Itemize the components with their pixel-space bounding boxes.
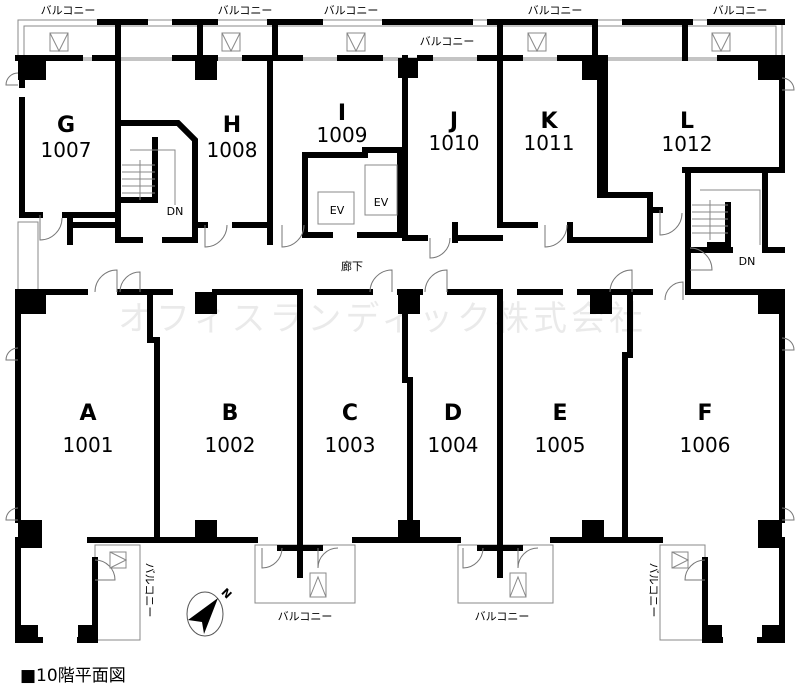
unit-letter: L xyxy=(680,109,694,134)
unit-letter: E xyxy=(552,401,567,426)
unit-letter: A xyxy=(79,401,96,426)
balcony-label: バルコニー xyxy=(278,610,333,623)
balcony-label: バルコニー xyxy=(528,4,583,17)
unit-a: A 1001 xyxy=(63,401,114,457)
unit-letter: J xyxy=(448,109,458,134)
unit-number: 1008 xyxy=(207,138,258,162)
unit-number: 1001 xyxy=(63,433,114,457)
unit-number: 1010 xyxy=(429,131,480,155)
unit-g: G 1007 xyxy=(41,113,92,162)
balcony-label: バルコニー xyxy=(324,4,379,17)
unit-number: 1009 xyxy=(317,123,368,147)
balcony-label: バルコニー xyxy=(713,4,768,17)
compass-icon: N xyxy=(186,586,234,637)
compass-north-label: N xyxy=(218,586,234,602)
unit-d: D 1004 xyxy=(428,401,479,457)
unit-number: 1006 xyxy=(680,433,731,457)
unit-letter: H xyxy=(223,113,241,138)
unit-number: 1011 xyxy=(524,131,575,155)
unit-letter: K xyxy=(540,109,558,134)
doors xyxy=(5,72,795,581)
unit-number: 1002 xyxy=(205,433,256,457)
balcony-label: バルコニー xyxy=(218,4,273,17)
balcony-label: バルコニー xyxy=(41,4,96,17)
corridor-label: 廊下 xyxy=(341,259,363,273)
floor-plan-title: ■10階平面図 xyxy=(20,666,126,686)
unit-letter: F xyxy=(697,401,712,426)
stairs-down-label: DN xyxy=(167,205,184,218)
unit-i: I 1009 xyxy=(317,101,368,147)
watermark: オフィスランディック株式会社 xyxy=(118,299,647,339)
unit-c: C 1003 xyxy=(325,401,376,457)
columns xyxy=(18,58,782,643)
elevator-label: EV xyxy=(374,196,389,209)
unit-number: 1007 xyxy=(41,138,92,162)
unit-number: 1012 xyxy=(662,132,713,156)
unit-letter: C xyxy=(342,401,358,426)
balcony-label: バルコニー xyxy=(420,35,475,48)
unit-number: 1003 xyxy=(325,433,376,457)
unit-number: 1005 xyxy=(535,433,586,457)
ac-units xyxy=(49,32,731,598)
unit-j: J 1010 xyxy=(429,109,480,155)
elevator-label: EV xyxy=(330,204,345,217)
balcony-label: バルコニー xyxy=(143,563,156,618)
unit-l: L 1012 xyxy=(662,109,713,156)
stairs-down-label: DN xyxy=(739,255,756,268)
unit-b: B 1002 xyxy=(205,401,256,457)
unit-number: 1004 xyxy=(428,433,479,457)
unit-h: H 1008 xyxy=(207,113,258,162)
unit-f: F 1006 xyxy=(680,401,731,457)
unit-e: E 1005 xyxy=(535,401,586,457)
unit-letter: B xyxy=(222,401,239,426)
unit-letter: D xyxy=(444,401,462,426)
stairs xyxy=(122,149,761,245)
unit-letter: G xyxy=(57,113,75,138)
unit-letter: I xyxy=(338,101,346,126)
unit-k: K 1011 xyxy=(524,109,575,155)
balcony-label: バルコニー xyxy=(647,563,660,618)
balcony-label: バルコニー xyxy=(475,610,530,623)
